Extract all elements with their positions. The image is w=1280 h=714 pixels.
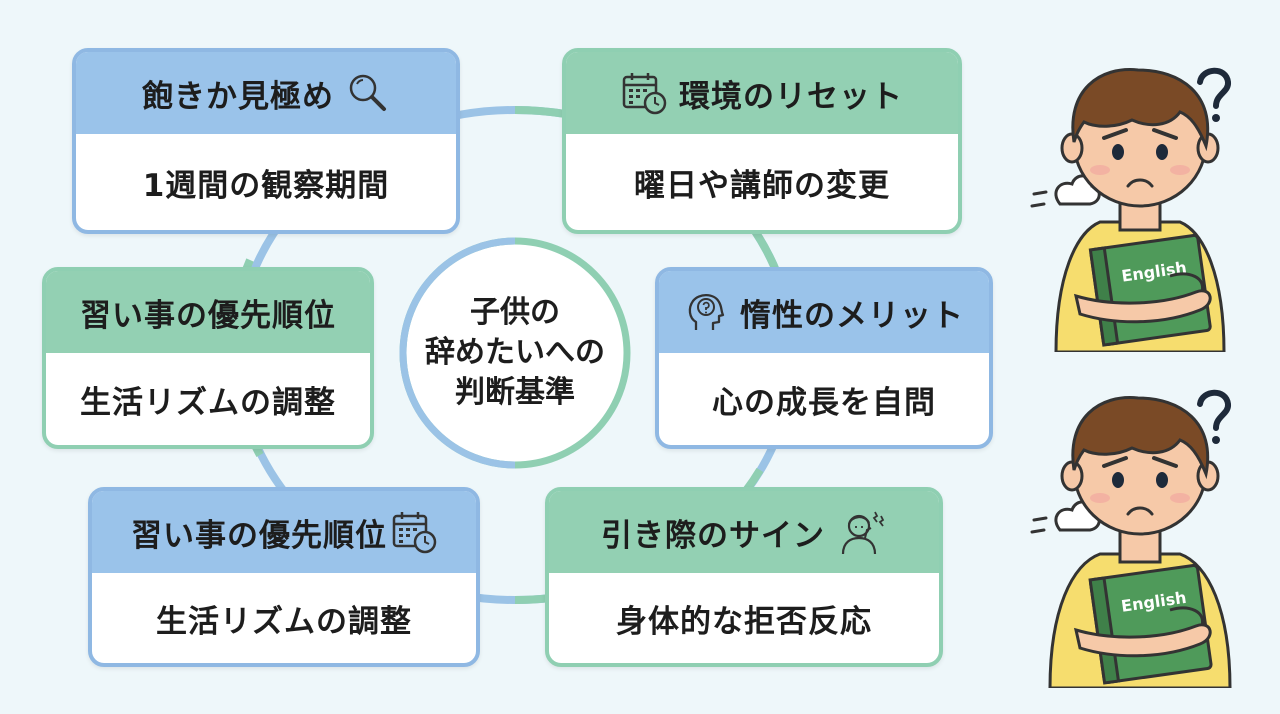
card-environment-title: 環境のリセット — [679, 78, 903, 115]
question-mark-icon — [1197, 67, 1231, 109]
card-boredom: 飽きか見極め 1週間の観察期間 — [72, 48, 460, 234]
card-priority-2: 習い事の優先順位 生活リズムの調整 — [88, 487, 480, 667]
card-priority-1-body: 生活リズムの調整 — [80, 384, 336, 421]
calendar-clock-icon — [622, 73, 667, 115]
card-quit-sign: 引き際のサイン 身体的な拒否反応 — [545, 487, 943, 667]
stressed-person-icon — [841, 511, 885, 555]
card-environment-header: 環境のリセット — [566, 52, 958, 134]
worried-boy-illustration-2: English — [1030, 389, 1232, 688]
card-priority-2-title: 習い事の優先順位 — [131, 517, 387, 554]
card-quit-sign-header: 引き際のサイン — [549, 491, 939, 573]
calendar-clock-icon — [392, 512, 437, 554]
card-boredom-body: 1週間の観察期間 — [142, 167, 390, 204]
card-inertia-header: 惰性のメリット — [659, 271, 989, 353]
magnifier-icon — [349, 74, 386, 111]
card-inertia-title: 惰性のメリット — [740, 297, 964, 334]
center-circle-blue-arc — [399, 237, 516, 354]
worried-boy-illustration-1: English — [1030, 67, 1231, 352]
center-label: 子供の 辞めたいへの 判断基準 — [405, 243, 625, 463]
card-boredom-title: 飽きか見極め — [142, 78, 334, 115]
card-priority-2-body: 生活リズムの調整 — [156, 603, 412, 640]
card-inertia-body: 心の成長を自問 — [712, 384, 936, 421]
center-title: 子供の 辞めたいへの 判断基準 — [425, 295, 605, 410]
card-boredom-header: 飽きか見極め — [76, 52, 456, 134]
card-inertia: 惰性のメリット 心の成長を自問 — [655, 267, 993, 449]
card-priority-2-header: 習い事の優先順位 — [92, 491, 476, 573]
head-question-icon — [688, 293, 725, 330]
card-environment-body: 曜日や講師の変更 — [634, 167, 890, 204]
card-quit-sign-title: 引き際のサイン — [601, 517, 825, 554]
question-mark-icon — [1197, 389, 1231, 431]
card-priority-1-title: 習い事の優先順位 — [80, 297, 336, 334]
card-priority-1-header: 習い事の優先順位 — [46, 271, 370, 353]
center-circle-blue-arc-2 — [399, 352, 516, 469]
card-priority-1: 習い事の優先順位 生活リズムの調整 — [42, 267, 374, 449]
card-environment: 環境のリセット 曜日や講師の変更 — [562, 48, 962, 234]
card-quit-sign-body: 身体的な拒否反応 — [616, 603, 872, 640]
